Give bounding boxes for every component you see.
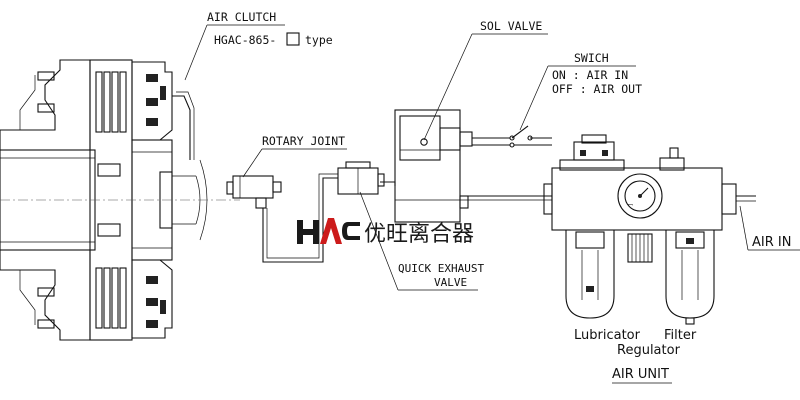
svg-text:ꟷ: ꟷ (628, 202, 633, 209)
air-piping (262, 173, 552, 263)
model-type-suffix: type (305, 33, 333, 47)
switch: SWICH ON : AIR IN OFF : AIR OUT (472, 51, 642, 148)
air-unit: ꟷ Lubricator Filter Regulator AIR UNIT (543, 134, 756, 384)
quick-exhaust-label-line2: VALVE (434, 276, 467, 289)
air-clutch (0, 59, 240, 341)
air-clutch-title: AIR CLUTCH (207, 10, 276, 24)
rotary-joint: ROTARY JOINT (226, 134, 347, 209)
model-number: HGAC-865- (214, 33, 276, 47)
switch-off-state: OFF : AIR OUT (552, 82, 642, 96)
air-unit-label: AIR UNIT (612, 367, 669, 382)
air-in-label: AIR IN (752, 235, 791, 250)
lubricator-label: Lubricator (574, 328, 641, 343)
quick-exhaust-valve: QUICK EXHAUST VALVE (337, 161, 484, 291)
model-type-box (286, 32, 300, 46)
solenoid-valve: SOL VALVE (394, 19, 548, 223)
air-clutch-label: AIR CLUTCH HGAC-865- type (184, 10, 333, 81)
rotary-joint-label: ROTARY JOINT (262, 134, 345, 148)
switch-label: SWICH (574, 51, 609, 65)
company-name: 优旺离合器 (364, 222, 474, 247)
quick-exhaust-label-line1: QUICK EXHAUST (398, 262, 484, 275)
air-in-callout: AIR IN (739, 205, 800, 251)
regulator-label: Regulator (617, 343, 681, 358)
sol-valve-label: SOL VALVE (480, 19, 542, 33)
switch-on-state: ON : AIR IN (552, 68, 628, 82)
filter-label: Filter (664, 328, 697, 343)
hac-logo (297, 218, 360, 244)
brand-watermark: 优旺离合器 (297, 218, 474, 247)
